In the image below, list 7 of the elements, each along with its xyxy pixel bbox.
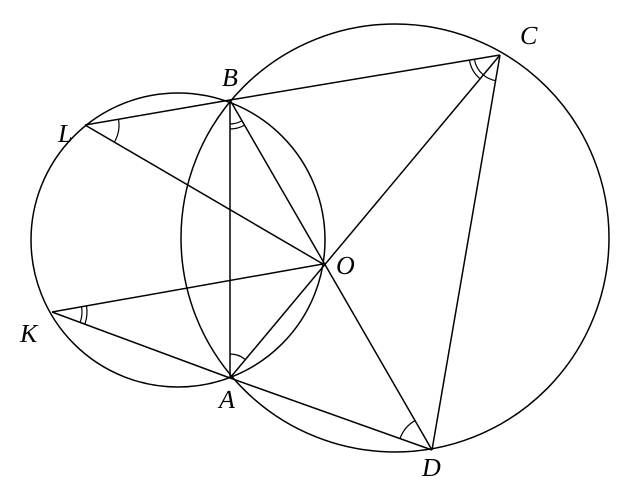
point-label: D bbox=[422, 453, 441, 482]
point-label: C bbox=[520, 21, 538, 50]
point-label: L bbox=[58, 119, 72, 148]
point-label: A bbox=[219, 385, 235, 414]
point-label: B bbox=[222, 63, 238, 92]
point-label: O bbox=[336, 251, 355, 280]
point-label: K bbox=[20, 319, 38, 348]
